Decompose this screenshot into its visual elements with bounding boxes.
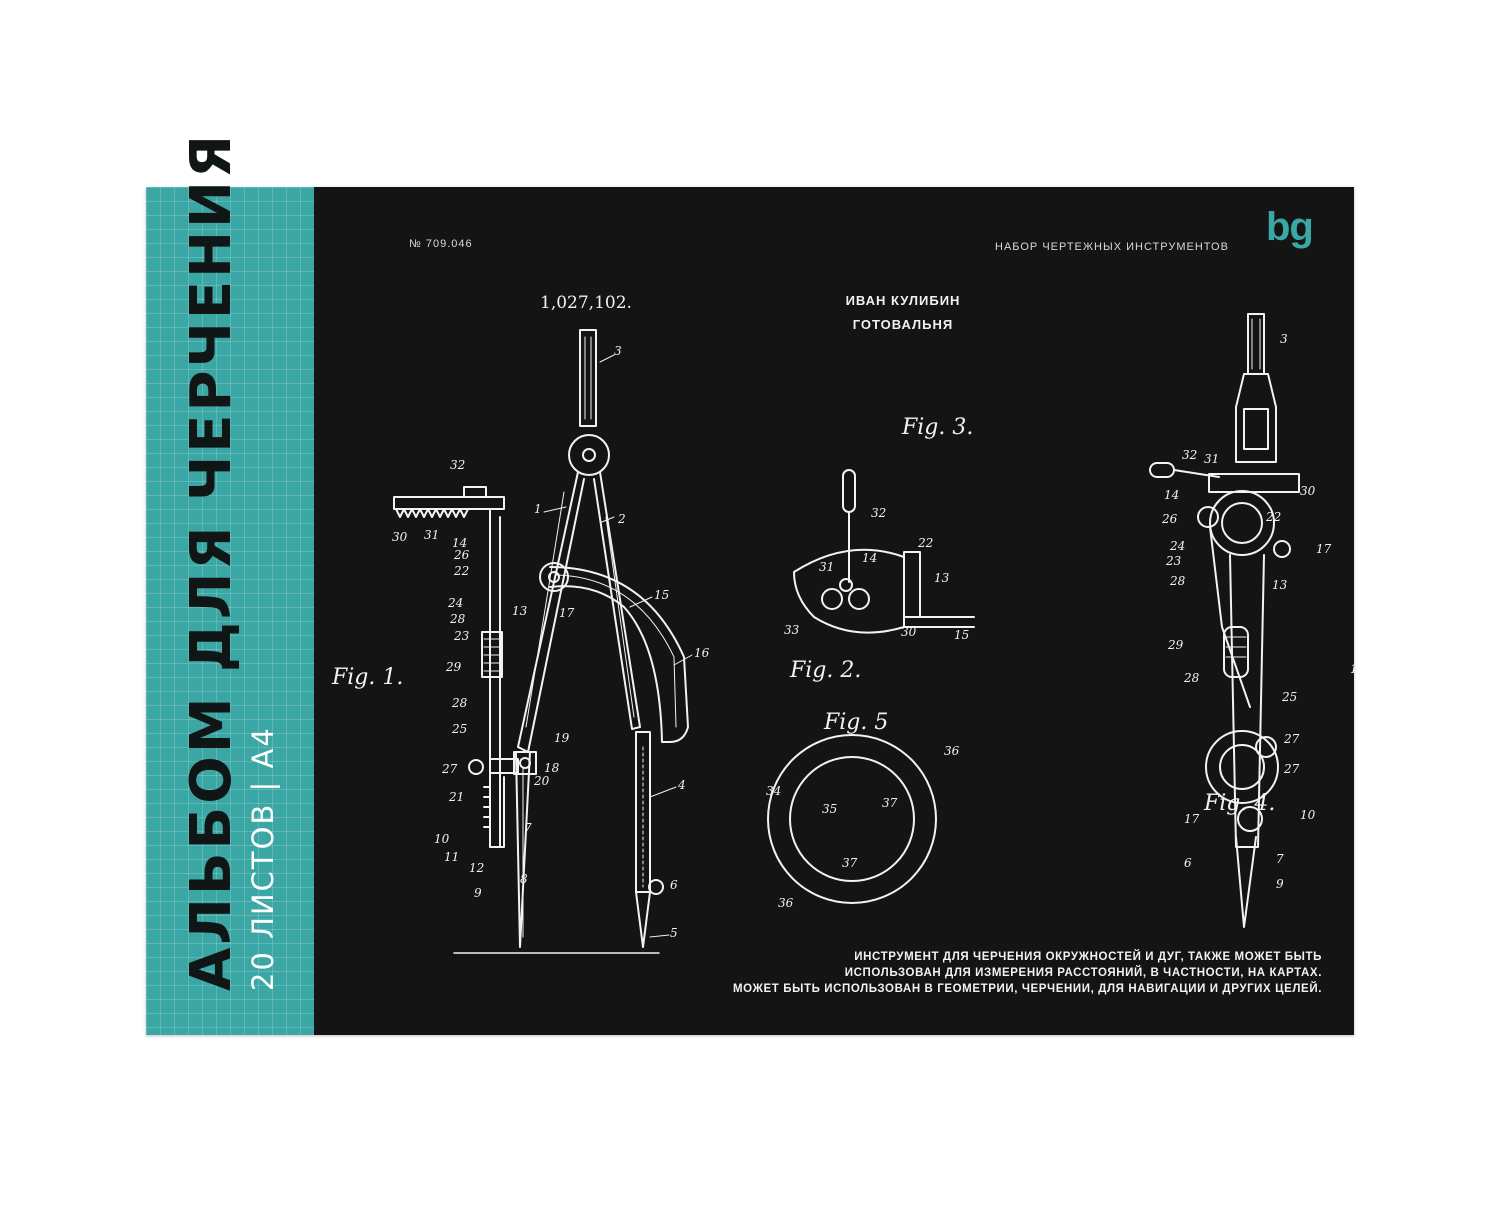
svg-text:23: 23 <box>1165 554 1182 568</box>
svg-text:30: 30 <box>392 530 408 544</box>
svg-text:21: 21 <box>448 790 464 804</box>
svg-text:22: 22 <box>917 536 933 550</box>
svg-text:6: 6 <box>670 878 678 892</box>
svg-text:31: 31 <box>424 528 439 542</box>
svg-text:10: 10 <box>434 832 450 846</box>
svg-text:24: 24 <box>1169 539 1185 553</box>
svg-text:27: 27 <box>1283 762 1300 776</box>
svg-text:24: 24 <box>447 596 463 610</box>
fig3-caption: Fig. 3. <box>901 415 973 440</box>
svg-text:25: 25 <box>1281 690 1297 704</box>
svg-text:2: 2 <box>617 512 626 526</box>
svg-text:11: 11 <box>444 850 459 864</box>
svg-text:17: 17 <box>1316 542 1332 556</box>
svg-text:29: 29 <box>1167 638 1184 652</box>
svg-text:30: 30 <box>901 625 917 639</box>
fig2-caption: Fig. 2. <box>789 658 861 683</box>
article-number: № 709.046 <box>409 238 473 250</box>
album-title: АЛЬБОМ ДЛЯ ЧЕРЧЕНИЯ <box>179 132 244 991</box>
svg-text:32: 32 <box>871 506 886 520</box>
svg-text:32: 32 <box>450 458 465 472</box>
fig4-drawing: 7 19 18 20 10 11 12 8 9 <box>1350 662 1354 676</box>
svg-text:36: 36 <box>944 744 960 758</box>
svg-text:27: 27 <box>1283 732 1300 746</box>
svg-text:9: 9 <box>474 886 482 900</box>
svg-text:6: 6 <box>1184 856 1192 870</box>
svg-text:37: 37 <box>842 856 858 870</box>
svg-text:10: 10 <box>1350 662 1354 676</box>
svg-text:17: 17 <box>559 606 575 620</box>
album-spine: АЛЬБОМ ДЛЯ ЧЕРЧЕНИЯ 20 ЛИСТОВ | А4 <box>146 132 314 1035</box>
svg-text:13: 13 <box>934 571 950 585</box>
svg-text:26: 26 <box>453 548 470 562</box>
svg-text:36: 36 <box>778 896 794 910</box>
fig3-drawing: 3 32 31 30 14 22 26 17 24 23 28 13 29 28 <box>1149 313 1332 928</box>
svg-text:29: 29 <box>445 660 462 674</box>
svg-text:14: 14 <box>862 551 877 565</box>
description-line-3: МОЖЕТ БЫТЬ ИСПОЛЬЗОВАН В ГЕОМЕТРИИ, ЧЕРЧ… <box>732 983 1322 995</box>
svg-text:37: 37 <box>882 796 898 810</box>
svg-text:15: 15 <box>954 628 969 642</box>
svg-text:16: 16 <box>694 646 710 660</box>
svg-text:25: 25 <box>451 722 467 736</box>
svg-text:22: 22 <box>1265 510 1281 524</box>
svg-text:17: 17 <box>1184 812 1200 826</box>
fig4-caption: Fig. 4. <box>1203 791 1275 816</box>
fig5-ring-drawing: 34 35 37 36 37 36 <box>766 734 960 910</box>
drawing-album: АЛЬБОМ ДЛЯ ЧЕРЧЕНИЯ 20 ЛИСТОВ | А4 № 709… <box>146 132 1354 1035</box>
svg-text:14: 14 <box>1164 488 1179 502</box>
fig2-drawing: 32 22 13 14 31 33 30 15 <box>784 469 975 642</box>
album-cover: № 709.046 НАБОР ЧЕРТЕЖНЫХ ИНСТРУМЕНТОВ b… <box>314 187 1354 1035</box>
svg-text:35: 35 <box>822 802 837 816</box>
svg-text:31: 31 <box>1204 452 1219 466</box>
svg-text:10: 10 <box>1300 808 1316 822</box>
svg-text:28: 28 <box>1169 574 1186 588</box>
svg-text:13: 13 <box>1272 578 1288 592</box>
svg-text:23: 23 <box>453 629 470 643</box>
instrument-name: ГОТОВАЛЬНЯ <box>852 317 954 332</box>
fig1-caption: Fig. 1. <box>331 665 403 690</box>
set-label: НАБОР ЧЕРТЕЖНЫХ ИНСТРУМЕНТОВ <box>995 241 1229 253</box>
fig1-compass-drawing: 3 1 2 15 16 17 13 4 6 5 19 18 20 7 <box>392 329 710 954</box>
svg-text:1: 1 <box>534 502 542 516</box>
description-line-2: ИСПОЛЬЗОВАН ДЛЯ ИЗМЕРЕНИЯ РАССТОЯНИЙ, В … <box>844 967 1322 979</box>
svg-text:15: 15 <box>654 588 669 602</box>
instrument-description: ИНСТРУМЕНТ ДЛЯ ЧЕРЧЕНИЯ ОКРУЖНОСТЕЙ И ДУ… <box>733 949 1322 997</box>
svg-text:32: 32 <box>1182 448 1197 462</box>
svg-text:33: 33 <box>784 623 800 637</box>
patent-number: 1,027,102. <box>540 293 632 313</box>
svg-text:3: 3 <box>614 344 622 358</box>
svg-text:22: 22 <box>453 564 469 578</box>
svg-text:4: 4 <box>677 778 686 792</box>
svg-text:34: 34 <box>766 784 781 798</box>
brand-logo: bg <box>1266 205 1314 249</box>
svg-text:5: 5 <box>670 926 678 940</box>
svg-text:18: 18 <box>544 761 560 775</box>
spine-text: АЛЬБОМ ДЛЯ ЧЕРЧЕНИЯ 20 ЛИСТОВ | А4 <box>179 132 281 991</box>
svg-text:7: 7 <box>1276 852 1284 866</box>
svg-text:28: 28 <box>1183 671 1200 685</box>
svg-text:3: 3 <box>1280 332 1288 346</box>
svg-text:31: 31 <box>819 560 834 574</box>
description-line-1: ИНСТРУМЕНТ ДЛЯ ЧЕРЧЕНИЯ ОКРУЖНОСТЕЙ И ДУ… <box>854 951 1322 963</box>
svg-text:7: 7 <box>524 821 532 835</box>
svg-text:19: 19 <box>554 731 570 745</box>
author-name: ИВАН КУЛИБИН <box>845 293 961 308</box>
svg-text:30: 30 <box>1300 484 1316 498</box>
svg-text:28: 28 <box>449 612 466 626</box>
svg-text:20: 20 <box>533 774 550 788</box>
svg-text:9: 9 <box>1276 877 1284 891</box>
svg-text:8: 8 <box>520 872 528 886</box>
svg-text:14: 14 <box>452 536 467 550</box>
svg-text:12: 12 <box>469 861 484 875</box>
patent-drawing: 3 1 2 15 16 17 13 4 6 5 19 18 20 7 <box>331 313 1354 954</box>
album-subtitle: 20 ЛИСТОВ | А4 <box>246 726 280 991</box>
svg-text:13: 13 <box>512 604 528 618</box>
svg-text:27: 27 <box>441 762 458 776</box>
svg-text:26: 26 <box>1161 512 1178 526</box>
svg-text:28: 28 <box>451 696 468 710</box>
fig5-caption: Fig. 5 <box>823 710 888 735</box>
